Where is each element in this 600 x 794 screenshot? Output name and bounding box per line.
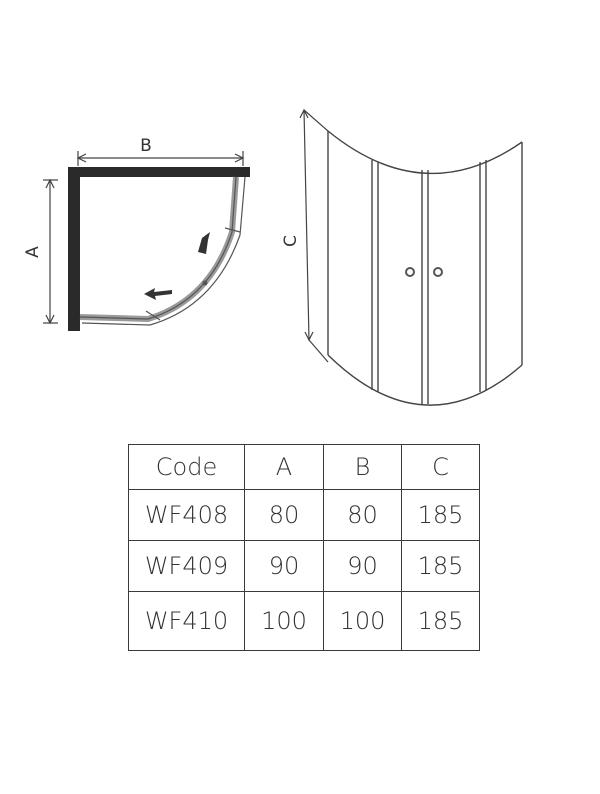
door-knobs [405, 267, 443, 277]
cell-b: 100 [323, 591, 402, 651]
cell-a: 100 [244, 591, 324, 651]
cell-a: 90 [244, 540, 324, 592]
dimension-a [43, 178, 58, 325]
dimension-c [299, 108, 329, 363]
table-header-row: Code A B C [128, 444, 480, 490]
table-row: WF409 90 90 185 [128, 540, 480, 592]
header-code: Code [128, 444, 245, 490]
shower-enclosure-diagram: B A [23, 108, 523, 406]
cell-code: WF408 [128, 489, 245, 541]
cell-c: 185 [401, 489, 480, 541]
dimension-c-label: C [281, 235, 301, 247]
dimensions-table: Code A B C WF408 80 80 185 WF409 90 90 1… [128, 444, 480, 651]
cell-a: 80 [244, 489, 324, 541]
cell-b: 80 [323, 489, 402, 541]
elevation-view: C [281, 108, 523, 406]
header-a: A [244, 444, 324, 490]
dimension-b-label: B [140, 136, 152, 156]
dimension-b [76, 151, 245, 166]
left-door-knob [405, 267, 415, 277]
curved-door-track [79, 176, 246, 326]
cell-c: 185 [401, 591, 480, 651]
header-c: C [401, 444, 480, 490]
door-arrows [144, 232, 210, 300]
enclosure-outline [327, 130, 523, 406]
corner-walls [68, 167, 250, 331]
cell-c: 185 [401, 540, 480, 592]
table-row: WF408 80 80 185 [128, 489, 480, 541]
table-row: WF410 100 100 185 [128, 591, 480, 651]
right-door-knob [433, 267, 443, 277]
cell-code: WF410 [128, 591, 245, 651]
plan-view: B A [23, 136, 250, 331]
dimension-a-label: A [23, 246, 43, 258]
cell-code: WF409 [128, 540, 245, 592]
cell-b: 90 [323, 540, 402, 592]
header-b: B [323, 444, 402, 490]
